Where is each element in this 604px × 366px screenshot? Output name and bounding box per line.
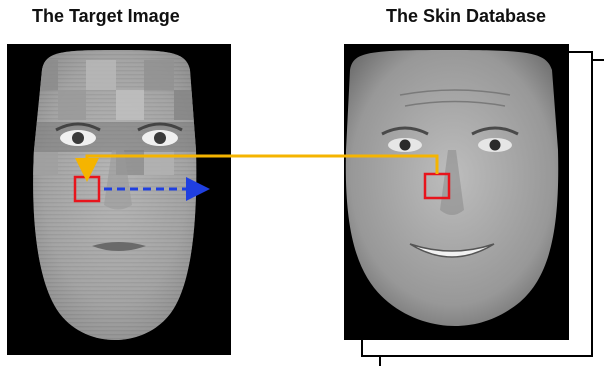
target-image-panel <box>7 44 231 355</box>
target-face <box>28 48 203 343</box>
skin-database-panel <box>340 44 604 366</box>
target-eyes <box>28 122 203 152</box>
